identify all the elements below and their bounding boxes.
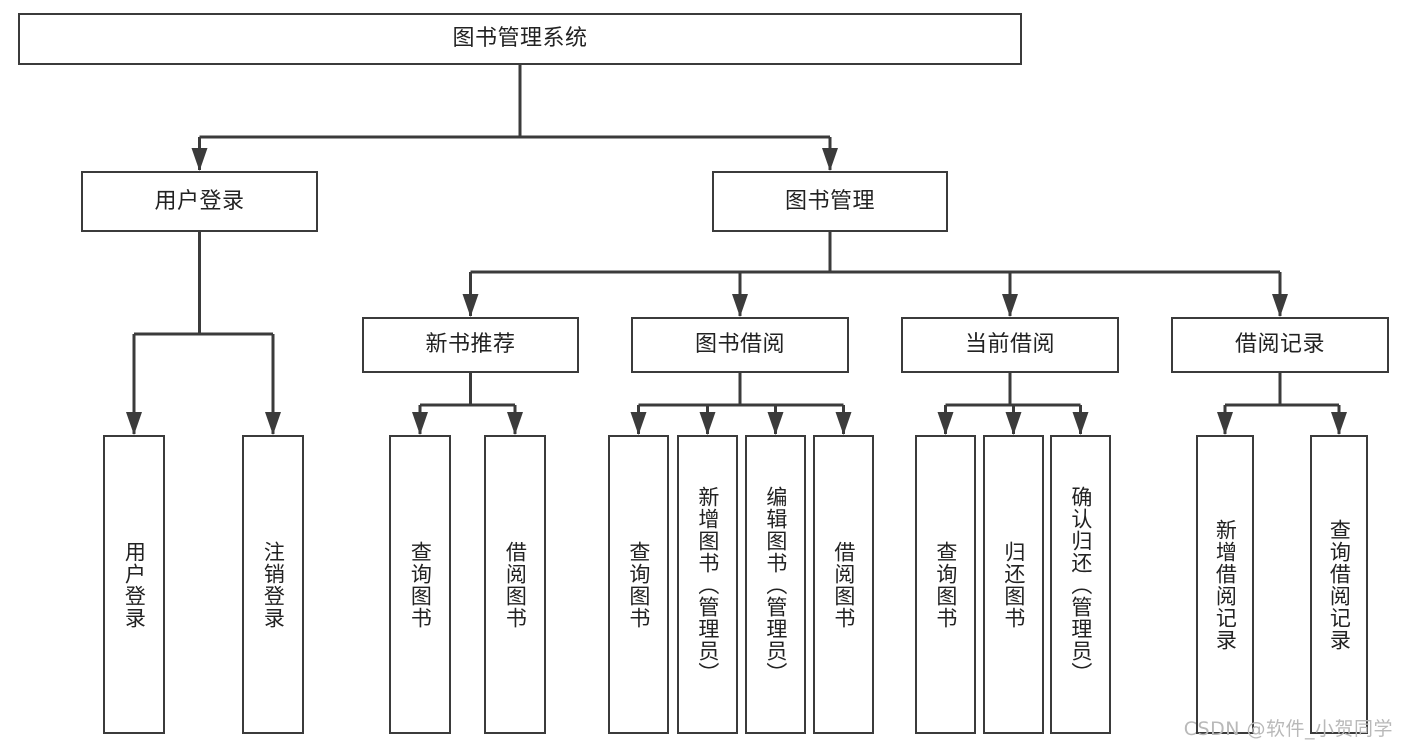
node-label: 查询借阅记录 [1327, 518, 1352, 651]
node-label: 当前借阅 [964, 332, 1055, 358]
node-label: 借阅记录 [1234, 332, 1325, 358]
node-leaf-query-books-borrow[interactable]: 查询图书 [608, 435, 669, 734]
node-label: 编辑图书（管理员） [763, 485, 788, 684]
node-leaf-logout[interactable]: 注销登录 [242, 435, 304, 734]
node-label: 归还图书 [1001, 540, 1026, 629]
node-new-book-recommendation[interactable]: 新书推荐 [362, 317, 579, 373]
node-label: 用户登录 [154, 188, 245, 214]
node-label: 查询图书 [933, 540, 958, 629]
node-label: 确认归还（管理员） [1068, 485, 1093, 684]
node-user-login-module[interactable]: 用户登录 [81, 171, 318, 232]
node-leaf-user-login[interactable]: 用户登录 [103, 435, 165, 734]
node-leaf-add-book-admin[interactable]: 新增图书（管理员） [677, 435, 738, 734]
node-label: 新增借阅记录 [1213, 518, 1238, 651]
node-leaf-return-books[interactable]: 归还图书 [983, 435, 1044, 734]
node-leaf-borrow-books[interactable]: 借阅图书 [813, 435, 874, 734]
node-leaf-edit-book-admin[interactable]: 编辑图书（管理员） [745, 435, 806, 734]
node-leaf-query-borrow-record[interactable]: 查询借阅记录 [1310, 435, 1368, 734]
node-leaf-query-books-recommend[interactable]: 查询图书 [389, 435, 451, 734]
node-leaf-add-borrow-record[interactable]: 新增借阅记录 [1196, 435, 1254, 734]
node-label: 查询图书 [408, 540, 433, 629]
node-label: 图书借阅 [694, 332, 785, 358]
node-label: 新书推荐 [425, 332, 516, 358]
watermark: CSDN @软件_小贺同学 [1183, 718, 1393, 740]
node-label: 查询图书 [626, 540, 651, 629]
node-leaf-borrow-books-recommend[interactable]: 借阅图书 [484, 435, 546, 734]
node-current-borrowing[interactable]: 当前借阅 [901, 317, 1119, 373]
node-label: 图书管理 [784, 188, 875, 214]
node-label: 借阅图书 [831, 540, 856, 629]
node-book-management-module[interactable]: 图书管理 [712, 171, 948, 232]
node-label: 图书管理系统 [452, 26, 588, 52]
node-label: 新增图书（管理员） [695, 485, 720, 684]
node-label: 注销登录 [261, 540, 286, 629]
node-book-borrowing[interactable]: 图书借阅 [631, 317, 849, 373]
node-leaf-query-books-current[interactable]: 查询图书 [915, 435, 976, 734]
node-borrowing-records[interactable]: 借阅记录 [1171, 317, 1389, 373]
node-leaf-confirm-return-admin[interactable]: 确认归还（管理员） [1050, 435, 1111, 734]
node-label: 用户登录 [122, 540, 147, 629]
node-root-system[interactable]: 图书管理系统 [18, 13, 1022, 65]
node-label: 借阅图书 [503, 540, 528, 629]
